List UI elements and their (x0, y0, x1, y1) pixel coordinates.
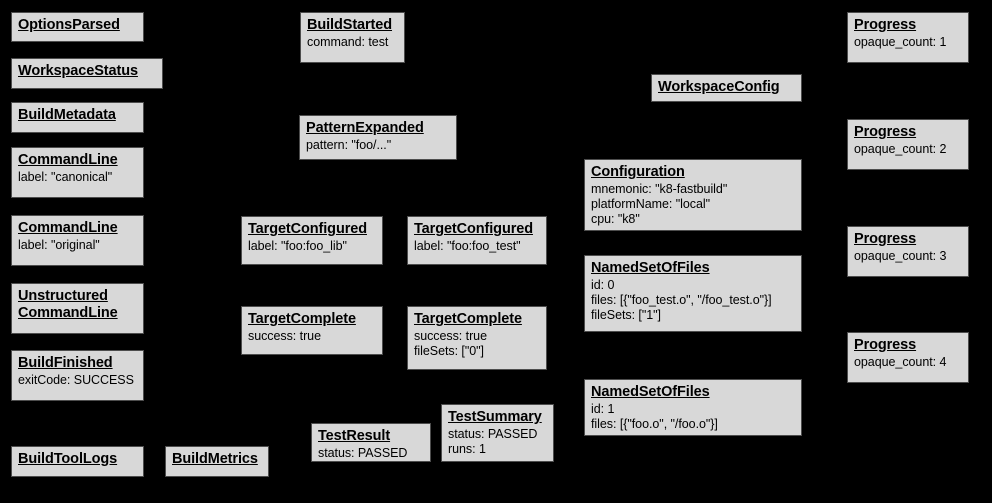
event-node-fields: opaque_count: 4 (854, 355, 947, 369)
event-node-target-configured-foo-lib[interactable]: TargetConfigured label: "foo:foo_lib" (241, 216, 383, 265)
event-node-configuration[interactable]: Configuration mnemonic: "k8-fastbuild" pl… (584, 159, 802, 231)
event-node-title: BuildFinished (18, 355, 113, 371)
event-node-fields: label: "canonical" (18, 170, 113, 184)
event-node-test-summary[interactable]: TestSummary status: PASSED runs: 1 (441, 404, 554, 462)
event-node-title: NamedSetOfFiles (591, 260, 710, 276)
event-node-options-parsed[interactable]: OptionsParsed (11, 12, 144, 42)
event-node-title: WorkspaceConfig (658, 79, 780, 95)
event-node-title: Unstructured CommandLine (18, 288, 118, 321)
event-node-title: BuildStarted (307, 17, 393, 33)
event-node-fields: opaque_count: 1 (854, 35, 947, 49)
event-node-target-complete-test[interactable]: TargetComplete success: true fileSets: ["… (407, 306, 547, 370)
event-node-test-result[interactable]: TestResult status: PASSED (311, 423, 431, 462)
event-node-title: TestResult (318, 428, 391, 444)
event-node-fields: success: true fileSets: ["0"] (414, 329, 487, 358)
event-node-fields: status: PASSED runs: 1 (448, 427, 538, 456)
event-node-command-line-canonical[interactable]: CommandLine label: "canonical" (11, 147, 144, 198)
event-node-fields: opaque_count: 2 (854, 142, 947, 156)
event-node-fields: label: "foo:foo_test" (414, 239, 521, 253)
event-node-title: Configuration (591, 164, 685, 180)
event-node-title: BuildMetadata (18, 107, 116, 123)
event-node-title: BuildToolLogs (18, 451, 118, 467)
event-node-workspace-config[interactable]: WorkspaceConfig (651, 74, 802, 102)
event-node-fields: label: "original" (18, 238, 100, 252)
event-node-build-metadata[interactable]: BuildMetadata (11, 102, 144, 133)
event-node-title: OptionsParsed (18, 17, 120, 33)
event-node-title: BuildMetrics (172, 451, 258, 467)
event-node-named-set-of-files-0[interactable]: NamedSetOfFiles id: 0 files: [{"foo_test.… (584, 255, 802, 332)
event-node-pattern-expanded[interactable]: PatternExpanded pattern: "foo/..." (299, 115, 457, 160)
event-node-progress-2[interactable]: Progress opaque_count: 2 (847, 119, 969, 170)
event-node-title: TestSummary (448, 409, 542, 425)
event-node-title: Progress (854, 124, 917, 140)
event-node-fields: id: 0 files: [{"foo_test.o", "/foo_test.… (591, 278, 772, 322)
event-node-build-started[interactable]: BuildStarted command: test (300, 12, 405, 63)
event-node-title: Progress (854, 231, 917, 247)
event-node-title: NamedSetOfFiles (591, 384, 710, 400)
event-node-target-complete-lib[interactable]: TargetComplete success: true (241, 306, 383, 355)
event-node-build-finished[interactable]: BuildFinished exitCode: SUCCESS (11, 350, 144, 401)
event-node-build-tool-logs[interactable]: BuildToolLogs (11, 446, 144, 477)
event-node-title: Progress (854, 17, 917, 33)
event-node-unstructured-command-line[interactable]: Unstructured CommandLine (11, 283, 144, 334)
event-node-title: WorkspaceStatus (18, 63, 138, 79)
event-node-fields: mnemonic: "k8-fastbuild" platformName: "… (591, 182, 728, 226)
event-node-fields: command: test (307, 35, 389, 49)
event-node-title: TargetComplete (414, 311, 522, 327)
event-node-fields: label: "foo:foo_lib" (248, 239, 347, 253)
event-node-title: CommandLine (18, 152, 118, 168)
event-node-progress-3[interactable]: Progress opaque_count: 3 (847, 226, 969, 277)
event-node-workspace-status[interactable]: WorkspaceStatus (11, 58, 163, 89)
event-node-title: TargetComplete (248, 311, 356, 327)
event-node-title: TargetConfigured (248, 221, 367, 237)
event-node-command-line-original[interactable]: CommandLine label: "original" (11, 215, 144, 266)
event-node-fields: exitCode: SUCCESS (18, 373, 134, 387)
event-node-fields: opaque_count: 3 (854, 249, 947, 263)
event-node-fields: status: PASSED (318, 446, 408, 460)
event-node-title: TargetConfigured (414, 221, 533, 237)
event-node-title: PatternExpanded (306, 120, 424, 136)
event-node-named-set-of-files-1[interactable]: NamedSetOfFiles id: 1 files: [{"foo.o", "… (584, 379, 802, 436)
event-node-build-metrics[interactable]: BuildMetrics (165, 446, 269, 477)
event-node-progress-4[interactable]: Progress opaque_count: 4 (847, 332, 969, 383)
event-node-fields: pattern: "foo/..." (306, 138, 392, 152)
event-node-title: Progress (854, 337, 917, 353)
event-node-fields: success: true (248, 329, 321, 343)
event-node-fields: id: 1 files: [{"foo.o", "/foo.o"}] (591, 402, 718, 431)
event-node-target-configured-foo-test[interactable]: TargetConfigured label: "foo:foo_test" (407, 216, 547, 265)
event-node-progress-1[interactable]: Progress opaque_count: 1 (847, 12, 969, 63)
event-node-title: CommandLine (18, 220, 118, 236)
